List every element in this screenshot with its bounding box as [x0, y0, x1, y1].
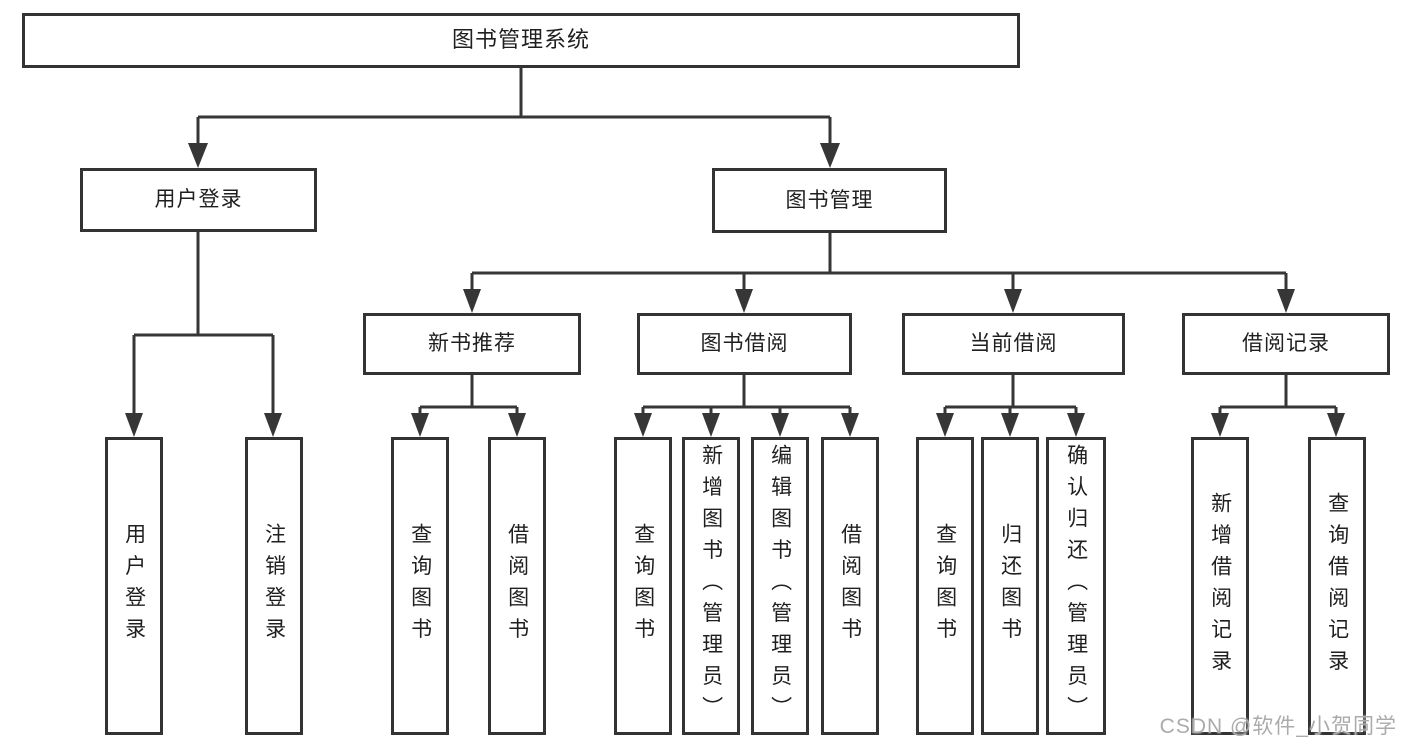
- node-leaf-cb-confirm-return-admin-label: 确认归还（管理员）: [1064, 444, 1088, 728]
- arrowhead: [936, 413, 954, 437]
- arrowhead: [1067, 413, 1085, 437]
- node-leaf-nbr-borrow-books-label: 借阅图书: [505, 523, 529, 649]
- connector-current-borrow-to-leaves: [943, 375, 1078, 415]
- connector-root-to-level2: [196, 68, 832, 146]
- connector-borrow-records-to-leaves: [1218, 375, 1338, 415]
- node-leaf-bb-add-books-admin-label: 新增图书（管理员）: [699, 444, 723, 728]
- node-leaf-bb-edit-books-admin: 编辑图书（管理员）: [751, 437, 809, 735]
- node-borrowing-records-label: 借阅记录: [1242, 332, 1330, 356]
- arrowhead: [771, 413, 789, 437]
- node-leaf-nbr-borrow-books: 借阅图书: [488, 437, 546, 735]
- node-leaf-bb-borrow-books-label: 借阅图书: [838, 523, 862, 649]
- node-leaf-cb-return-books: 归还图书: [981, 437, 1039, 735]
- node-root-system: 图书管理系统: [22, 13, 1020, 68]
- node-current-borrowing-label: 当前借阅: [969, 332, 1058, 356]
- node-leaf-cb-confirm-return-admin: 确认归还（管理员）: [1046, 437, 1106, 735]
- arrowhead: [1327, 413, 1345, 437]
- arrowhead: [463, 289, 481, 313]
- arrowhead: [508, 413, 526, 437]
- node-leaf-bb-add-books-admin: 新增图书（管理员）: [682, 437, 740, 735]
- arrowhead: [188, 143, 208, 168]
- node-leaf-nbr-query-books-label: 查询图书: [408, 523, 432, 649]
- connector-new-book-rec-to-leaves: [418, 375, 519, 415]
- connector-book-borrow-to-leaves: [641, 375, 852, 415]
- arrowhead: [1211, 413, 1229, 437]
- node-book-borrowing: 图书借阅: [637, 313, 852, 375]
- arrowhead: [820, 143, 840, 168]
- node-leaf-user-login: 用户登录: [105, 437, 163, 735]
- node-book-management: 图书管理: [712, 168, 947, 233]
- node-leaf-bb-borrow-books: 借阅图书: [821, 437, 879, 735]
- node-borrowing-records: 借阅记录: [1182, 313, 1390, 375]
- node-leaf-cb-query-books: 查询图书: [916, 437, 974, 735]
- connector-user-login-to-leaves: [132, 232, 275, 415]
- arrowhead: [411, 413, 429, 437]
- arrowhead: [735, 289, 753, 313]
- node-leaf-bb-edit-books-admin-label: 编辑图书（管理员）: [768, 444, 792, 728]
- arrowhead: [1001, 413, 1019, 437]
- arrowheads: [125, 143, 1345, 437]
- node-current-borrowing: 当前借阅: [902, 313, 1125, 375]
- arrowhead: [1004, 289, 1022, 313]
- node-new-book-recommend-label: 新书推荐: [428, 332, 516, 356]
- connector-book-mgmt-to-level3: [470, 233, 1288, 291]
- arrowhead: [634, 413, 652, 437]
- node-leaf-br-query-record-label: 查询借阅记录: [1325, 491, 1349, 681]
- node-book-management-label: 图书管理: [785, 188, 874, 212]
- node-leaf-br-add-record-label: 新增借阅记录: [1208, 491, 1232, 681]
- node-user-login-label: 用户登录: [154, 188, 243, 212]
- arrowhead: [1277, 289, 1295, 313]
- node-leaf-br-query-record: 查询借阅记录: [1308, 437, 1366, 735]
- node-leaf-logout: 注销登录: [245, 437, 303, 735]
- node-root-system-label: 图书管理系统: [451, 27, 590, 53]
- node-leaf-cb-return-books-label: 归还图书: [998, 523, 1022, 649]
- arrowhead: [841, 413, 859, 437]
- arrowhead: [702, 413, 720, 437]
- node-leaf-logout-label: 注销登录: [262, 523, 286, 649]
- arrowhead: [125, 413, 143, 437]
- node-leaf-nbr-query-books: 查询图书: [391, 437, 449, 735]
- node-new-book-recommend: 新书推荐: [363, 313, 581, 375]
- node-user-login: 用户登录: [80, 168, 317, 232]
- node-leaf-br-add-record: 新增借阅记录: [1191, 437, 1249, 735]
- node-leaf-bb-query-books-label: 查询图书: [631, 523, 655, 649]
- node-leaf-user-login-label: 用户登录: [122, 523, 146, 649]
- arrowhead: [264, 413, 282, 437]
- node-book-borrowing-label: 图书借阅: [700, 332, 789, 356]
- node-leaf-cb-query-books-label: 查询图书: [933, 523, 957, 649]
- node-leaf-bb-query-books: 查询图书: [614, 437, 672, 735]
